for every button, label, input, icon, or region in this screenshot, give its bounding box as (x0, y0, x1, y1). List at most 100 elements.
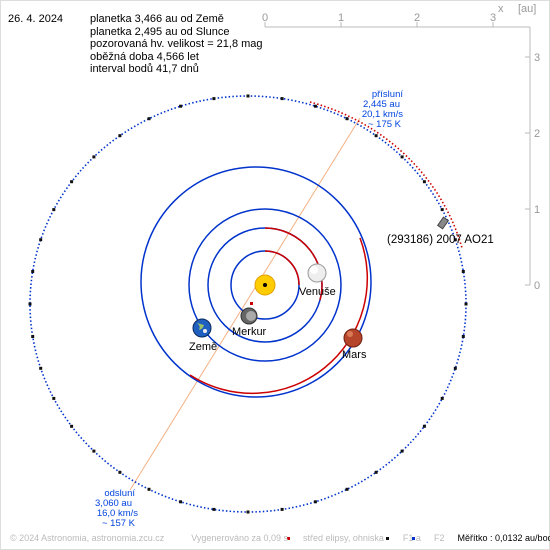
asteroid-label: (293186) 2007 AO21 (387, 234, 494, 246)
apsis-line (129, 117, 361, 491)
orbit-point (345, 117, 349, 121)
mercury[interactable] (240, 307, 258, 325)
legend-center-marker (287, 537, 290, 540)
venus-orbit-front (264, 227, 323, 301)
orbit-point (92, 449, 96, 453)
asteroid-icon[interactable] (436, 216, 450, 230)
y-tick-label: 0 (534, 280, 540, 292)
scale-label: Měřítko : 0,0132 au/bod (457, 533, 550, 543)
svg-text:3,060 au: 3,060 au (95, 498, 132, 509)
x-axis-label: x (498, 3, 504, 15)
orbit-point (212, 507, 216, 511)
svg-text:16,0 km/s: 16,0 km/s (97, 508, 138, 519)
legend-f1: F1 a (402, 533, 421, 543)
orbit-point (179, 500, 183, 504)
mars-orbit (140, 166, 372, 398)
info-line: planetka 3,466 au od Země (90, 13, 224, 25)
orbit-point (464, 302, 468, 306)
svg-text:~ 175 K: ~ 175 K (368, 119, 402, 130)
mercury-marker (250, 302, 253, 305)
y-tick-label: 2 (534, 128, 540, 140)
orbit-point (345, 487, 349, 491)
svg-text:přísluní: přísluní (372, 89, 404, 100)
orbit-point (461, 335, 465, 338)
orbit-point (118, 134, 122, 138)
orbit-point (212, 97, 216, 101)
orbit-point (70, 424, 74, 428)
earth[interactable] (192, 318, 212, 338)
orbit-point (422, 180, 426, 184)
orbit-point (52, 208, 56, 212)
orbit-point (313, 104, 317, 108)
legend-center: střed elipsy, ohniska (303, 533, 384, 543)
footer: © 2024 Astronomia, astronomia.zcu.cz Vyg… (10, 533, 550, 543)
mars-orbit-group (140, 166, 372, 398)
orbit-point (280, 507, 284, 511)
mercury-orbit-front (264, 250, 300, 286)
info-line: interval bodů 41,7 dnů (90, 63, 199, 75)
orbit-point (28, 302, 32, 306)
sun (254, 274, 276, 296)
orbit-point (440, 396, 444, 400)
x-tick-label: 1 (338, 12, 344, 24)
planet-orbits (188, 208, 342, 362)
orbit-point (147, 487, 151, 491)
orbit-point (246, 94, 250, 98)
legend-f1-marker (386, 537, 389, 540)
venus-label: Venuše (299, 286, 336, 298)
svg-text:odsluní: odsluní (104, 488, 135, 499)
info-panel: planetka 3,466 au od Země planetka 2,495… (90, 13, 263, 76)
orbit-point (39, 366, 43, 370)
orbit-point (118, 470, 122, 474)
y-tick-label: 3 (534, 52, 540, 64)
copyright-link[interactable]: © 2024 Astronomia, astronomia.zcu.cz (10, 533, 165, 543)
orbit-point (246, 510, 250, 514)
orbit-point (70, 180, 74, 184)
y-tick-label: 1 (534, 204, 540, 216)
orbit-point (31, 335, 35, 338)
orbit-point (280, 97, 284, 101)
info-line: pozorovaná hv. velikost = 21,8 mag (90, 38, 263, 50)
mercury-label: Merkur (232, 326, 267, 338)
mars[interactable] (343, 328, 363, 348)
mars-label: Mars (342, 349, 367, 361)
legend-f2-marker (412, 537, 415, 540)
orbit-point (92, 155, 96, 159)
venus[interactable] (307, 263, 327, 283)
aphelion-label: odsluní 3,060 au 16,0 km/s ~ 157 K (95, 488, 138, 529)
orbit-point (39, 238, 43, 242)
orbit-point (374, 470, 378, 474)
generated-time: Vygenerováno za 0,09 s (191, 533, 288, 543)
orbit-point (31, 270, 35, 273)
orbit-point (179, 104, 183, 108)
orbit-point (374, 134, 378, 138)
orbit-point (52, 396, 56, 400)
orbit-point (422, 424, 426, 428)
orbit-point (147, 117, 151, 121)
x-tick-label: 0 (262, 12, 268, 24)
x-tick-label: 3 (490, 12, 496, 24)
x-axis: 0 1 2 3 x [au] (262, 3, 536, 28)
earth-orbit (188, 208, 342, 362)
orbit-point (400, 155, 404, 159)
x-tick-label: 2 (414, 12, 420, 24)
unit-label: [au] (518, 3, 536, 15)
svg-text:2,445 au: 2,445 au (363, 99, 400, 110)
asteroid-orbit-points (28, 94, 468, 514)
y-axis: 3 2 1 0 (525, 27, 540, 292)
orbit-point (440, 208, 444, 212)
earth-label: Země (189, 341, 217, 353)
asteroid-orbit-red (309, 101, 463, 249)
orbit-point (453, 238, 457, 242)
svg-text:~ 157 K: ~ 157 K (102, 518, 136, 529)
svg-text:20,1 km/s: 20,1 km/s (362, 109, 403, 120)
info-line: oběžná doba 4,566 let (90, 50, 199, 63)
orbit-point (461, 270, 465, 273)
perihelion-label: přísluní 2,445 au 20,1 km/s ~ 175 K (362, 89, 404, 130)
legend-f2: F2 (433, 533, 445, 543)
date-label: 26. 4. 2024 (8, 13, 64, 25)
orbit-point (453, 366, 457, 370)
orbit-point (400, 449, 404, 453)
info-line: planetka 2,495 au od Slunce (90, 25, 230, 38)
